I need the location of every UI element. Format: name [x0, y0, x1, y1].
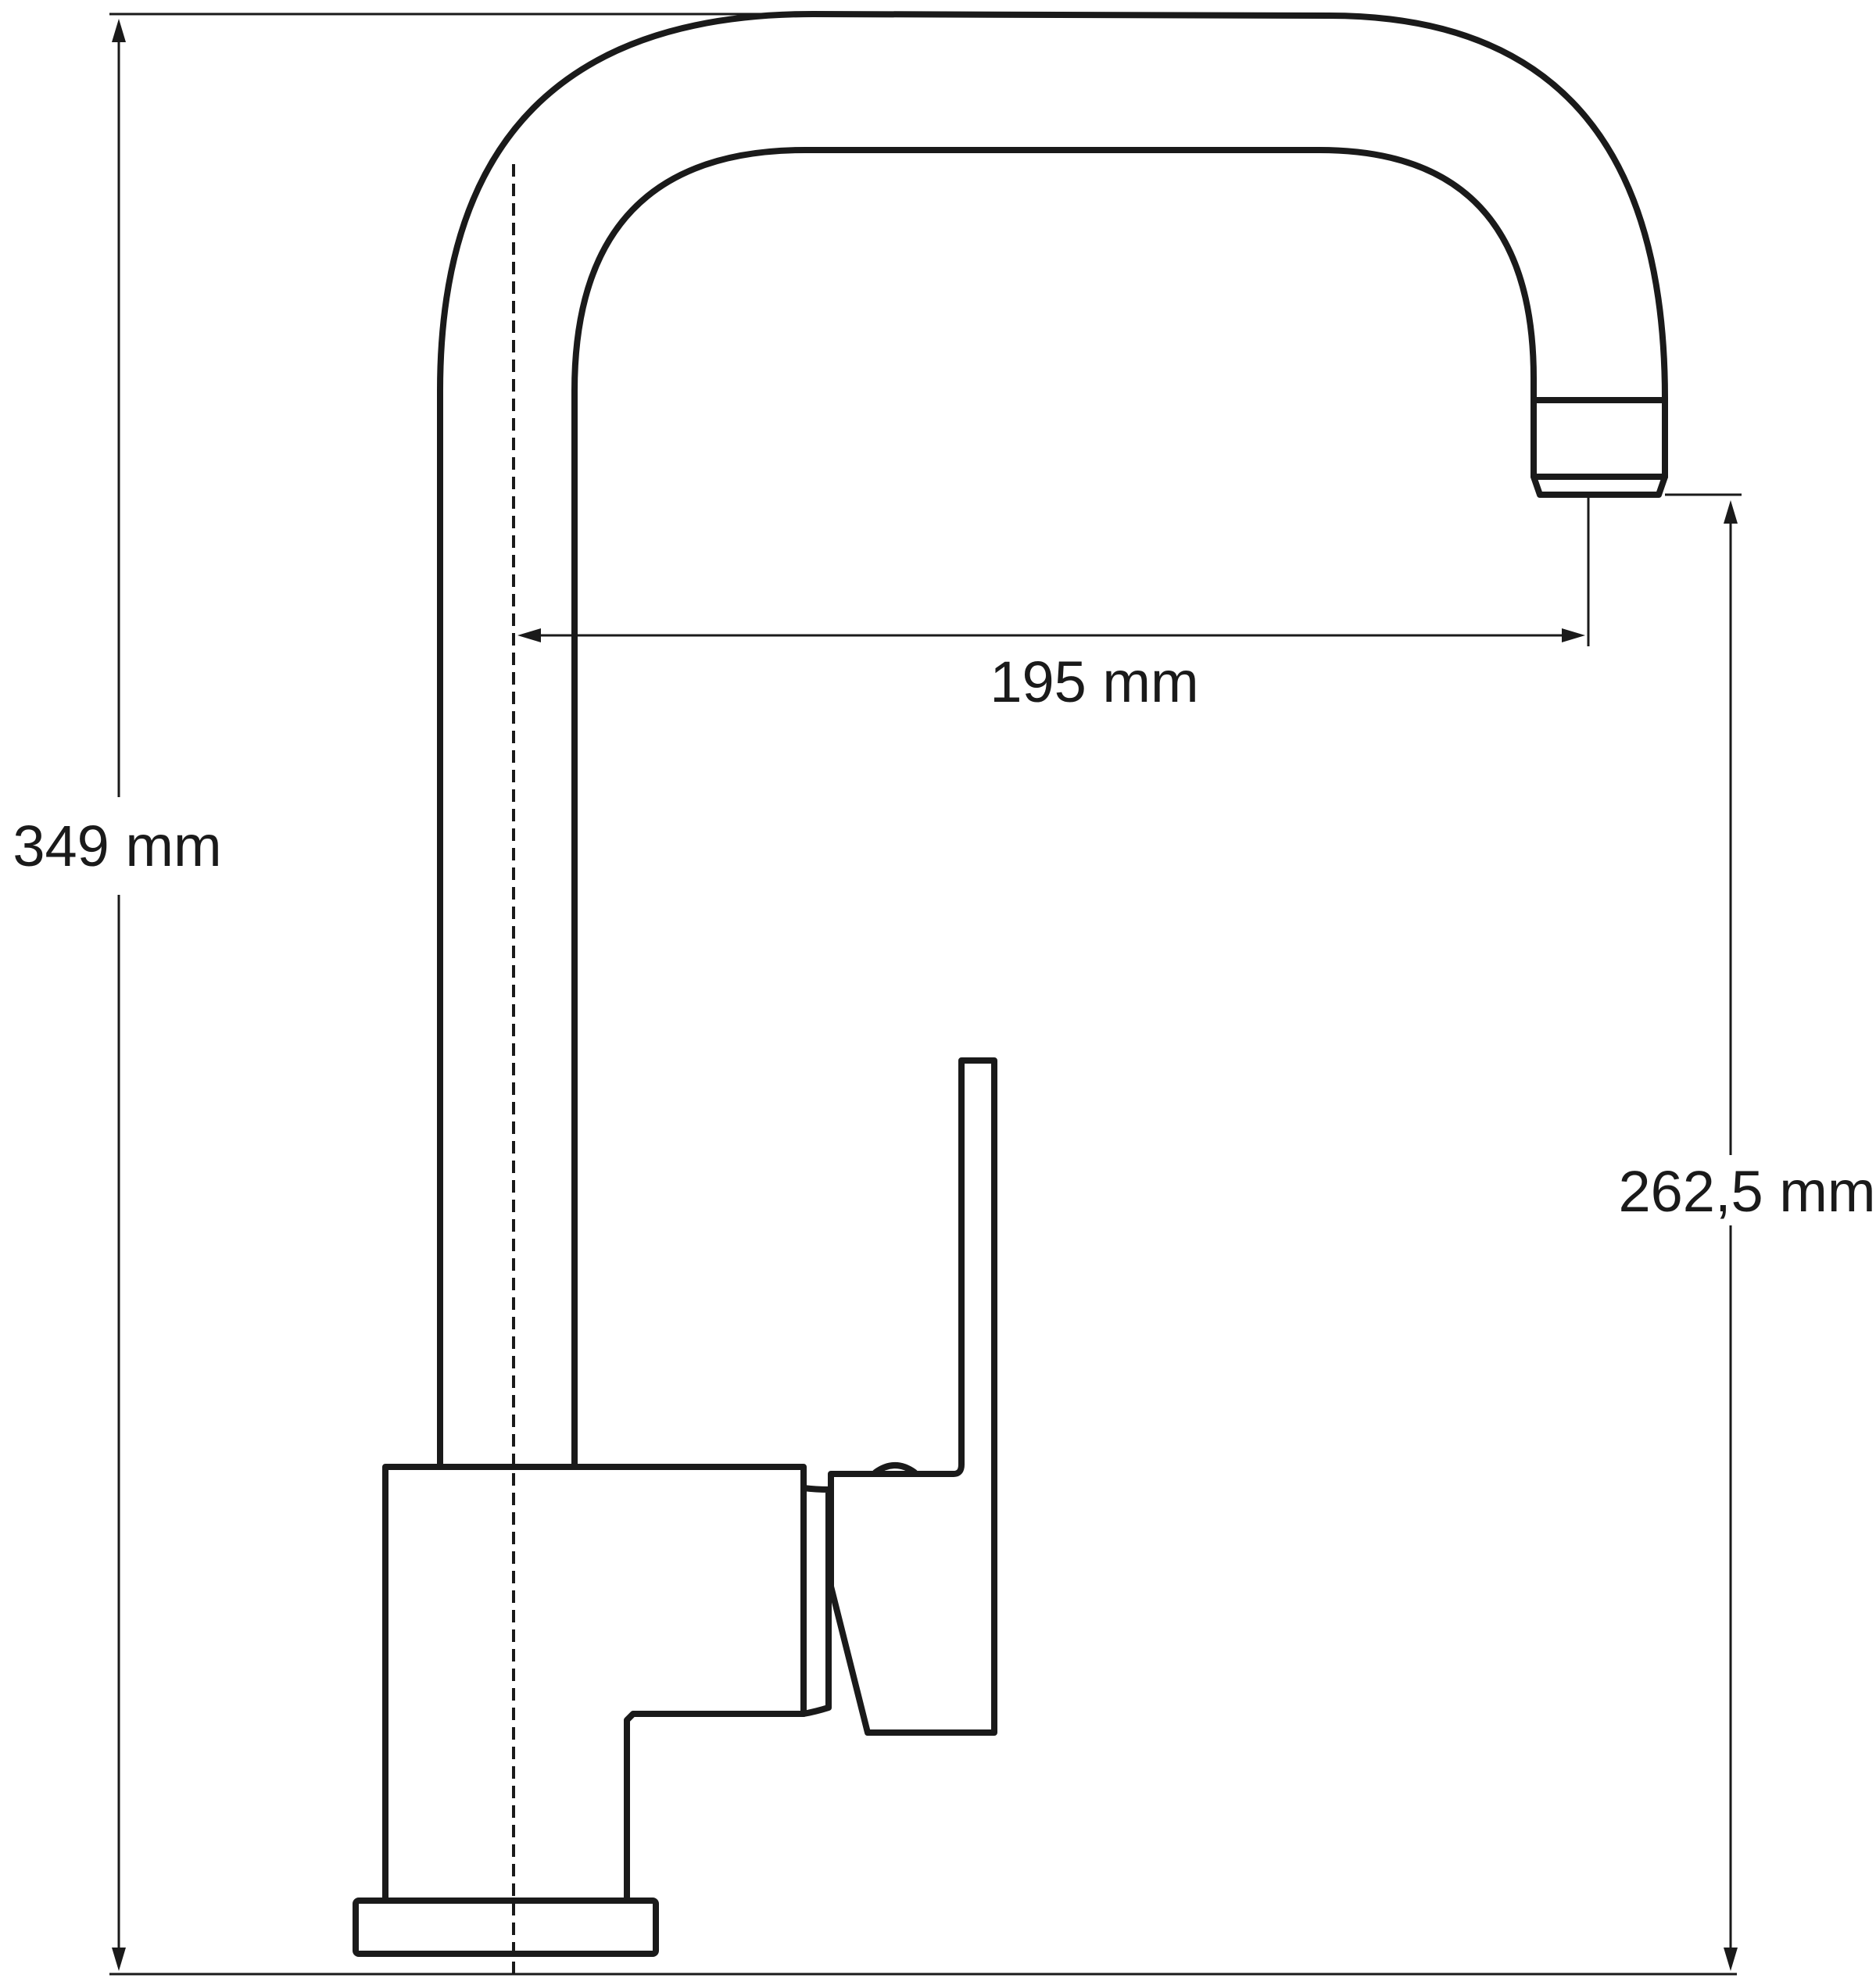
spout-outer-contour [437, 11, 1668, 1470]
dimension-spout-reach: 195 mm [517, 495, 1590, 714]
dimension-spout-height: 262,5 mm [1618, 493, 1876, 1971]
spout-height-label: 262,5 mm [1618, 1159, 1875, 1224]
mixer-body [382, 1464, 807, 1904]
arrow-up-icon [112, 19, 126, 42]
arrow-down-icon [112, 1948, 126, 1971]
cartridge-side [800, 1485, 832, 1717]
arrow-down-icon [1724, 1948, 1738, 1971]
faucet-outline [353, 11, 1668, 1978]
arrow-left-icon [517, 628, 541, 642]
total-height-label: 349 mm [13, 814, 221, 878]
lever-pivot-screw [872, 1462, 918, 1475]
spout-inner-contour [571, 147, 1537, 1470]
base-plate [353, 1898, 659, 1957]
dimension-total-height: 349 mm [13, 13, 1737, 1976]
lever-handle [828, 1057, 997, 1736]
spout-reach-label: 195 mm [990, 649, 1198, 714]
aerator-nozzle [1531, 397, 1668, 498]
arrow-up-icon [1724, 500, 1738, 524]
arrow-right-icon [1562, 628, 1585, 642]
